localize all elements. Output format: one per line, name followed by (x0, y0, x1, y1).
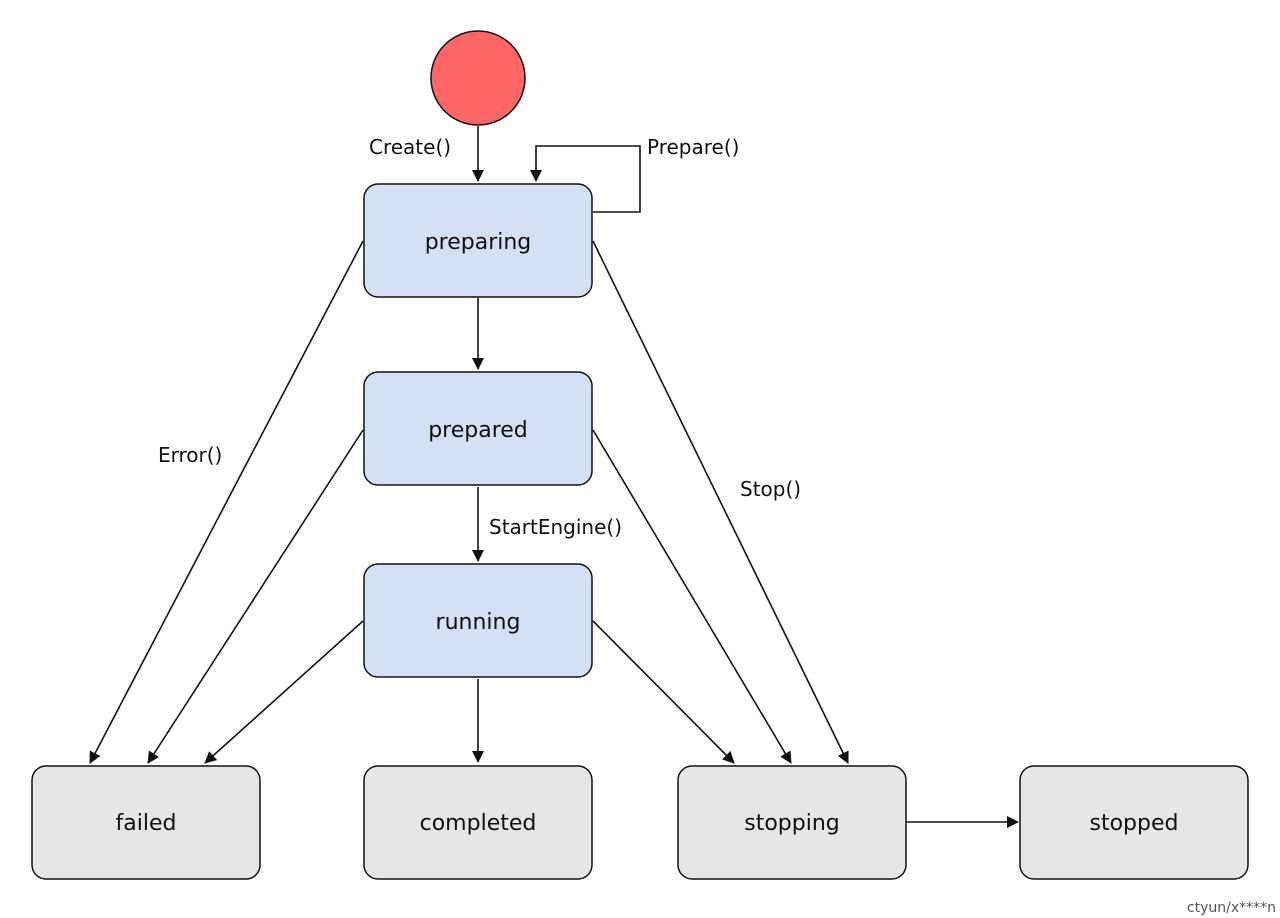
start-node (430, 30, 526, 126)
edge-prepared-failed (147, 429, 364, 764)
watermark: ctyun/x****n (1186, 900, 1276, 916)
edge-running-failed (204, 620, 364, 764)
label-error: Error() (158, 443, 222, 467)
state-failed: failed (31, 765, 261, 880)
state-completed-label: completed (420, 811, 537, 836)
edge-preparing-stopping (592, 240, 849, 764)
label-start-engine: StartEngine() (489, 515, 622, 539)
state-running: running (363, 563, 593, 678)
edge-preparing-failed (89, 240, 364, 764)
edge-running-stopping (592, 620, 735, 764)
state-preparing: preparing (363, 183, 593, 298)
label-create: Create() (369, 135, 451, 159)
edge-prepared-stopping (592, 429, 792, 764)
state-stopping-label: stopping (744, 811, 840, 836)
state-failed-label: failed (116, 811, 177, 836)
state-completed: completed (363, 765, 593, 880)
edges (89, 126, 1019, 828)
label-prepare: Prepare() (647, 135, 739, 159)
state-preparing-label: preparing (425, 230, 532, 255)
state-running-label: running (436, 610, 521, 635)
state-stopped: stopped (1019, 765, 1249, 880)
state-prepared-label: prepared (428, 418, 528, 443)
state-stopped-label: stopped (1090, 811, 1179, 836)
edge-prepare-self (530, 145, 641, 213)
label-stop: Stop() (740, 477, 801, 501)
state-stopping: stopping (677, 765, 907, 880)
state-prepared: prepared (363, 371, 593, 486)
